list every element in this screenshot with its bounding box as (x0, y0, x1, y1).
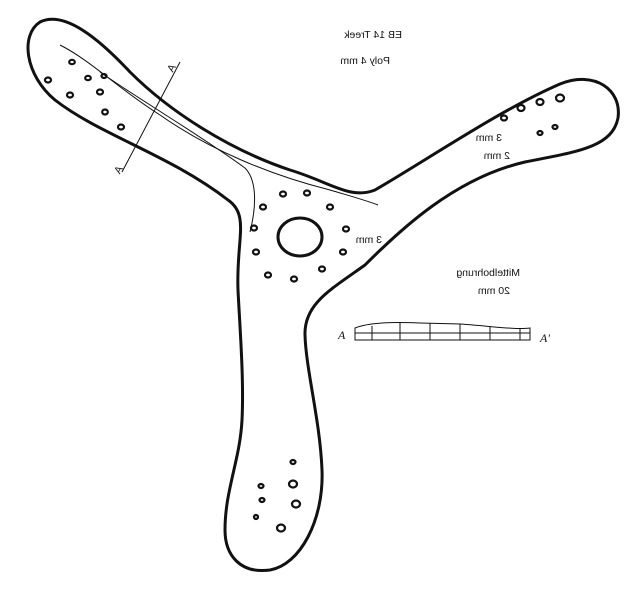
bottom-blade-holes (252, 458, 302, 533)
left-blade-profile-line (59, 44, 379, 206)
right-wing-hole-size-2: 2 mm (483, 150, 510, 162)
boomerang-outline (26, 17, 620, 573)
left-blade-profile-line-2 (99, 71, 255, 233)
center-hole-size-label: 3 mm (355, 234, 382, 246)
right-blade-holes (499, 93, 566, 137)
section-cut-label-b: A (165, 62, 179, 74)
section-start-label: A (337, 328, 346, 342)
title-label: EB 14 Treek (343, 29, 402, 41)
cross-section-diagram (354, 322, 531, 341)
section-cut-line (121, 61, 181, 173)
center-bore-label: Mittelbohrung (456, 267, 520, 279)
right-wing-hole-size-1: 3 mm (475, 132, 502, 144)
section-cut-label-a: A (112, 164, 126, 176)
center-ring-holes (249, 189, 351, 283)
left-blade-holes (43, 58, 126, 131)
section-end-label: A' (539, 331, 550, 345)
center-bore-size-label: 20 mm (478, 285, 510, 297)
material-label: Poly 4 mm (340, 55, 390, 67)
center-bore-hole (276, 216, 324, 258)
